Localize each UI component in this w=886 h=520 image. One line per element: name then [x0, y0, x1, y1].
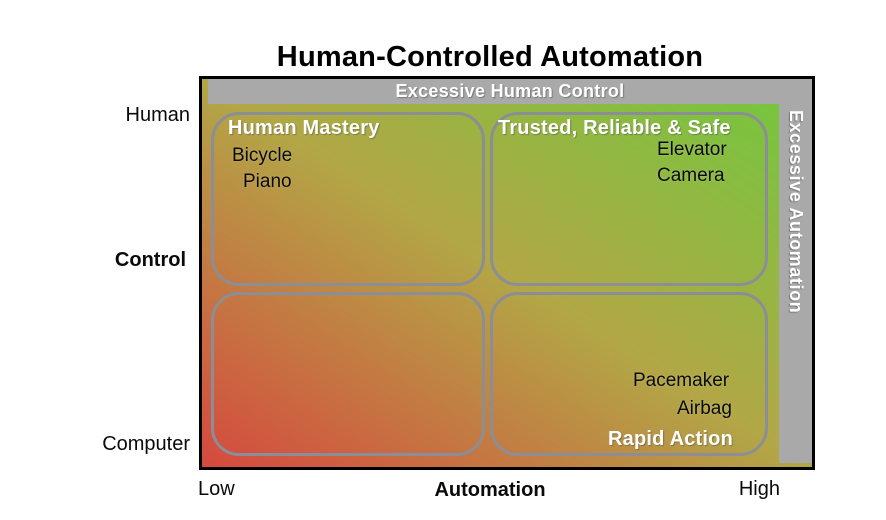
y-axis-tick-human: Human: [125, 104, 190, 126]
quadrant-box-trusted-reliable-safe: [490, 112, 768, 286]
quadrant-item-pacemaker: Pacemaker: [633, 370, 730, 391]
x-axis-tick-low: Low: [198, 478, 235, 500]
excessive-automation-bar: Excessive Automation: [779, 79, 812, 463]
quadrant-title-trusted-reliable-safe: Trusted, Reliable & Safe: [498, 117, 731, 139]
y-axis-tick-computer: Computer: [102, 433, 190, 455]
diagram-title: Human-Controlled Automation: [276, 41, 704, 73]
quadrant-box-human-mastery: [211, 112, 485, 286]
quadrant-box-rapid-action: [490, 292, 768, 456]
excessive-automation-label: Excessive Automation: [786, 110, 806, 314]
quadrant-title-human-mastery: Human Mastery: [228, 117, 380, 139]
quadrant-item-piano: Piano: [243, 171, 292, 192]
quadrant-title-rapid-action: Rapid Action: [608, 428, 733, 450]
diagram-plot-area: Excessive Human Control Excessive Automa…: [199, 76, 815, 470]
y-axis-label-control: Control: [114, 249, 186, 271]
quadrant-box-low-automation-low-control: [211, 292, 485, 456]
quadrant-item-camera: Camera: [657, 165, 725, 186]
quadrant-item-airbag: Airbag: [677, 398, 732, 419]
excessive-human-control-bar: Excessive Human Control: [208, 79, 812, 104]
quadrant-item-elevator: Elevator: [657, 139, 727, 160]
quadrant-item-bicycle: Bicycle: [232, 145, 293, 166]
excessive-human-control-label: Excessive Human Control: [395, 81, 625, 101]
x-axis-label-automation: Automation: [434, 479, 546, 501]
x-axis-tick-high: High: [738, 478, 780, 500]
